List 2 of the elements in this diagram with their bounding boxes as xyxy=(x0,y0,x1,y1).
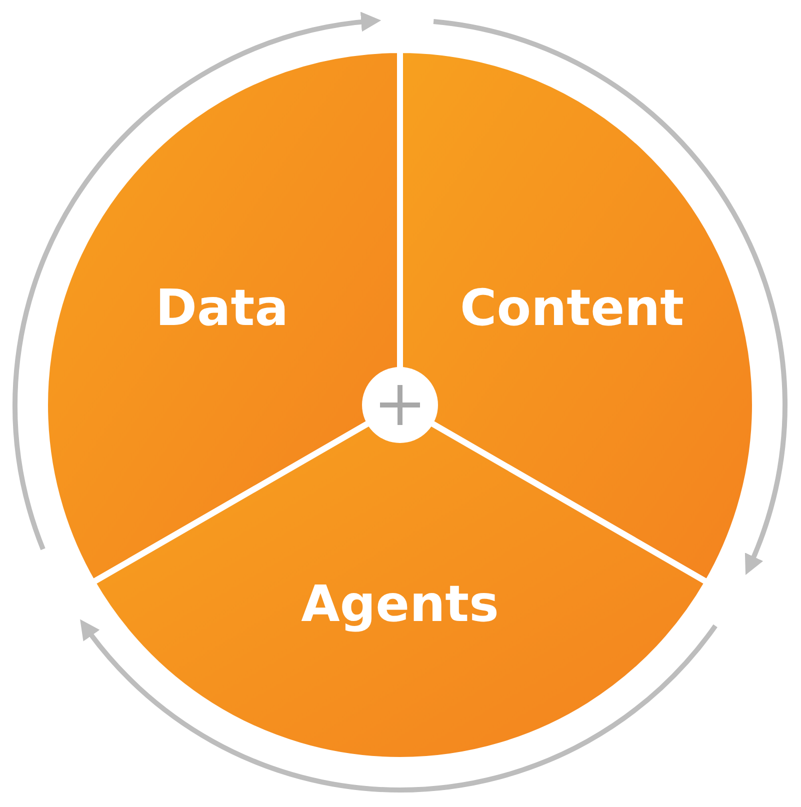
segment-label: Data xyxy=(156,283,288,333)
segment-label: Content xyxy=(460,283,684,333)
